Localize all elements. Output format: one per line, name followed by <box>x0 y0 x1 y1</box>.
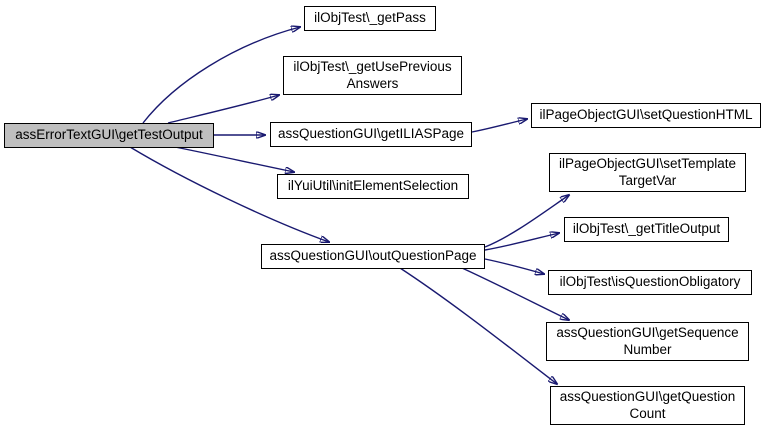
edge-getTestOutput-outQuestionPage <box>129 146 329 242</box>
node-getPass[interactable]: ilObjTest\_getPass <box>304 6 436 31</box>
edge-getTestOutput-getPass <box>142 27 300 124</box>
edge-outQuestionPage-setTemplateTargetVar <box>484 195 569 248</box>
node-setQuestionHTML[interactable]: ilPageObjectGUI\setQuestionHTML <box>531 103 761 128</box>
node-outQuestionPage[interactable]: assQuestionGUI\outQuestionPage <box>261 244 485 269</box>
edge-outQuestionPage-isQuestionObligatory <box>484 258 544 274</box>
node-isQuestionObligatory[interactable]: ilObjTest\isQuestionObligatory <box>548 270 752 295</box>
node-getTitleOutput[interactable]: ilObjTest\_getTitleOutput <box>564 217 729 242</box>
node-getQuestionCount[interactable]: assQuestionGUI\getQuestion Count <box>550 386 745 425</box>
node-getSequenceNumber[interactable]: assQuestionGUI\getSequence Number <box>546 322 749 361</box>
node-getTestOutput: assErrorTextGUI\getTestOutput <box>4 123 214 148</box>
node-getILIASPage[interactable]: assQuestionGUI\getILIASPage <box>270 122 472 147</box>
edge-getILIASPage-setQuestionHTML <box>471 119 527 133</box>
node-getUsePreviousAnswers[interactable]: ilObjTest\_getUsePrevious Answers <box>283 56 462 95</box>
edge-getTestOutput-getUsePreviousAnswers <box>167 95 279 124</box>
node-setTemplateTargetVar[interactable]: ilPageObjectGUI\setTemplate TargetVar <box>549 153 746 192</box>
edge-outQuestionPage-getTitleOutput <box>484 233 559 251</box>
edge-outQuestionPage-getQuestionCount <box>399 267 557 384</box>
node-initElementSelection[interactable]: ilYuiUtil\initElementSelection <box>277 174 469 199</box>
edge-outQuestionPage-getSequenceNumber <box>461 267 569 320</box>
edge-getTestOutput-initElementSelection <box>174 146 294 172</box>
